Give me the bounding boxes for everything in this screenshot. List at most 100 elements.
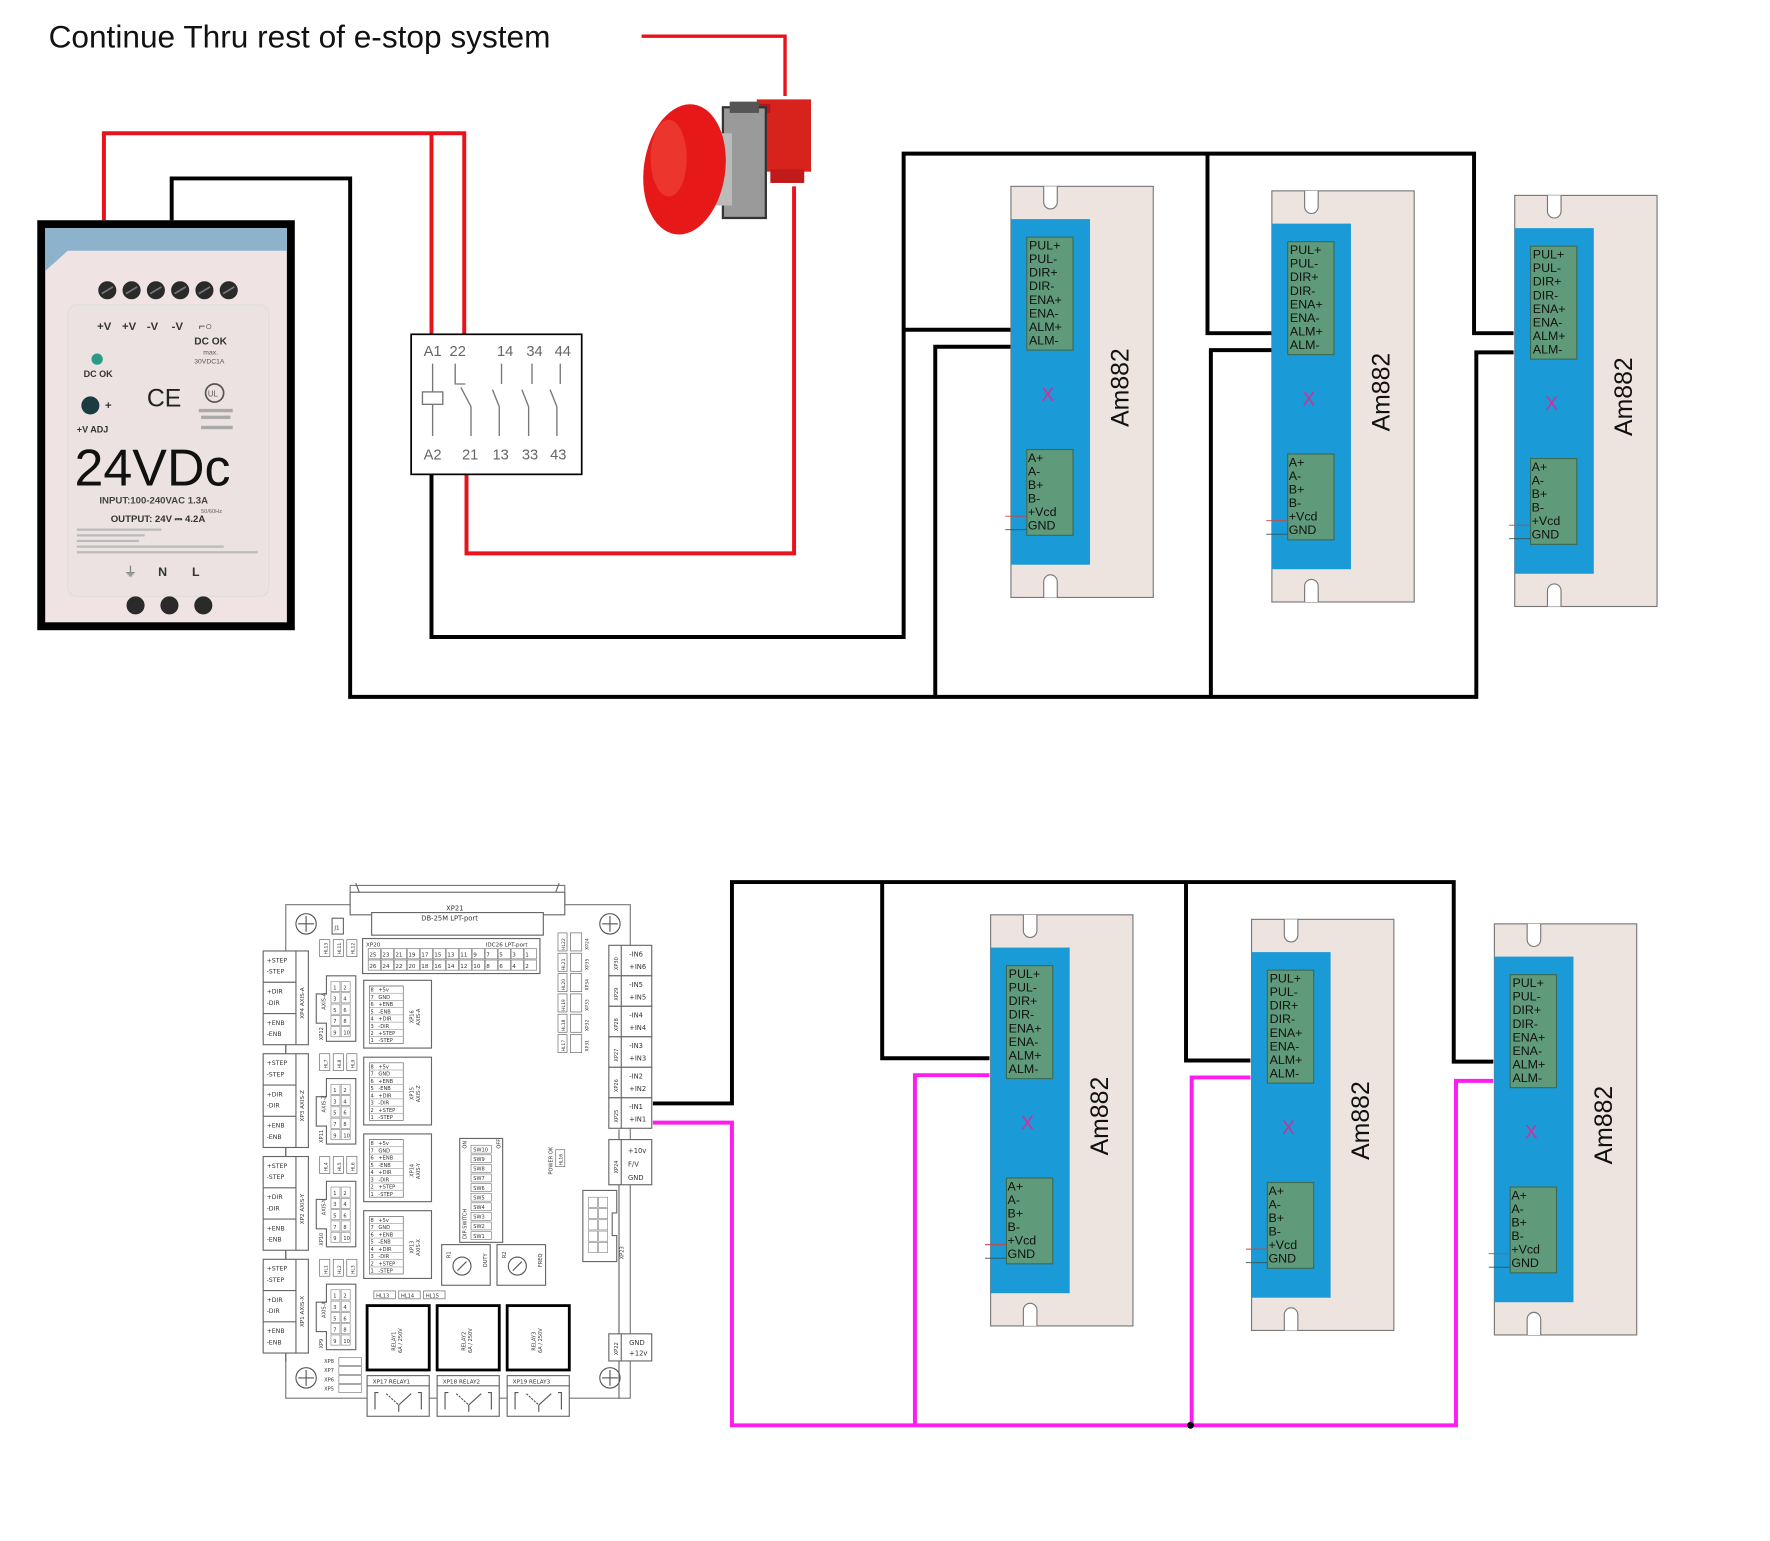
idc8-pin-num: 4 xyxy=(370,1170,373,1176)
wire-black-a2 xyxy=(429,151,1514,639)
idc-pin-label: 20 xyxy=(408,964,416,970)
input-pin-label: +IN5 xyxy=(629,994,646,1002)
idc-pin-label: 26 xyxy=(369,964,377,970)
idc-pin xyxy=(330,1015,341,1026)
xp-label: XP16 xyxy=(409,1010,415,1023)
idc8-pin-label: +STEP xyxy=(378,1261,395,1267)
screw-slot-icon xyxy=(222,286,235,295)
terminal-frame xyxy=(262,1258,309,1354)
wire-magenta-d4 xyxy=(912,1073,990,1426)
relay-contact-icon xyxy=(487,1392,492,1410)
dip-on-label: ON xyxy=(463,1141,469,1149)
relay-contact-icon xyxy=(525,1393,540,1406)
idc-pin-label: 10 xyxy=(343,1339,349,1345)
idc8-pin-num: 3 xyxy=(370,1254,373,1260)
signal-pin-label: PUL+ xyxy=(1270,972,1301,986)
mounting-notch-icon xyxy=(1304,190,1319,215)
bottom-wires xyxy=(652,880,1494,1429)
terminal-pin-label: -STEP xyxy=(267,969,285,976)
idc-pin xyxy=(330,1289,341,1301)
signal-pin-label: ENA- xyxy=(1029,306,1059,320)
idc-pin-label: 10 xyxy=(473,964,481,970)
power-pin-label: B- xyxy=(1008,1220,1020,1234)
idc8-pin-label: -STEP xyxy=(378,1038,392,1044)
axis-label: AXIS-Z xyxy=(416,1085,422,1103)
xp-label: XP24 xyxy=(614,1160,620,1173)
idc8-pin-label: +STEP xyxy=(378,1031,395,1037)
power-pin-label: +12v xyxy=(629,1349,647,1357)
idc-pin-label: 4 xyxy=(343,1099,346,1105)
input-terminal xyxy=(608,1066,653,1099)
dip-title: DIP-SWITCH xyxy=(463,1209,469,1239)
idc8-pin-label: -DIR xyxy=(378,1101,389,1107)
idc8-pin-num: 1 xyxy=(370,1269,373,1275)
dip-off-label: OFF xyxy=(496,1139,502,1149)
xp-label: XP12 xyxy=(319,1027,325,1040)
pin-header xyxy=(570,1013,583,1033)
terminal-label: L xyxy=(192,565,200,579)
idc-pin xyxy=(330,1231,341,1243)
relay-terminal-label: 14 xyxy=(497,344,513,360)
idc8-pin-num: 6 xyxy=(370,1232,373,1238)
idc8-pin-label: -ENB xyxy=(378,1163,391,1169)
xp-label: XP27 xyxy=(614,1049,620,1062)
pot-label: DUTY xyxy=(483,1252,489,1267)
idc-pin-label: 7 xyxy=(333,1328,336,1334)
relay-name: RELAY3 xyxy=(531,1332,537,1351)
idc-pin xyxy=(330,1095,341,1106)
power-pin-label: B+ xyxy=(1511,1216,1527,1230)
adj-plus: + xyxy=(105,400,112,412)
ul-mark-text: UL xyxy=(208,389,219,398)
power-pin-label: A+ xyxy=(1008,1179,1024,1193)
power-pin-label: GND xyxy=(629,1339,645,1347)
pot-name: R2 xyxy=(502,1251,508,1258)
led-label: HL7 xyxy=(324,1060,330,1069)
idc-pin xyxy=(588,1196,598,1208)
axis-label: AXIS-A xyxy=(321,992,327,1009)
power-pin-label: +Vcd xyxy=(1028,505,1057,519)
terminal-label: +V xyxy=(97,321,112,333)
led-hl xyxy=(373,1290,396,1300)
xp-label: XP3 AXIS-Z xyxy=(300,1090,306,1122)
dip-switch-cell xyxy=(470,1183,492,1192)
stepper-driver: PUL+PUL-DIR+DIR-ENA+ENA-ALM+ALM-XA+A-B+B… xyxy=(984,914,1134,1327)
terminal-pin-label: +DIR xyxy=(267,1091,284,1098)
idc-pin-label: 19 xyxy=(408,953,416,959)
power-terminal-block xyxy=(1529,457,1578,545)
idc8-pin-label: +ENB xyxy=(378,1156,393,1162)
axis-label: AXIS-Y xyxy=(321,1198,327,1215)
led-label: HL18 xyxy=(561,1019,567,1031)
axis-label: AXIS-Y xyxy=(416,1162,422,1179)
analog-pin-label: +10v xyxy=(628,1147,646,1155)
terminal-labels-top: +V+V-V-V⌐○ xyxy=(97,321,212,333)
led-label: HL17 xyxy=(561,1040,567,1052)
idc-pin-label: 7 xyxy=(333,1225,336,1231)
idc-pin xyxy=(406,959,420,971)
xp-label: XP24 xyxy=(584,938,590,950)
terminal-pin-label: +STEP xyxy=(267,957,288,964)
idc-pin-label: 5 xyxy=(333,1111,336,1117)
idc8-pin-num: 2 xyxy=(370,1031,373,1037)
idc-pin-label: 5 xyxy=(333,1214,336,1220)
xp-label: XP1 AXIS-X xyxy=(300,1296,306,1327)
idc-pin xyxy=(588,1230,598,1242)
xp-label: XP8 xyxy=(324,1359,334,1365)
dip-switch-label: SW4 xyxy=(473,1205,484,1211)
led-hl xyxy=(557,952,568,972)
power-pin-label: GND xyxy=(1511,1256,1539,1270)
signal-pin-label: ENA+ xyxy=(1009,1021,1042,1035)
screw-slot-icon xyxy=(174,286,187,295)
idc-title: XP20 xyxy=(366,942,381,948)
terminal-pin-label: -DIR xyxy=(267,1205,281,1212)
led-label: HL4 xyxy=(324,1162,330,1171)
terminal-pin-label: +DIR xyxy=(267,1194,284,1201)
led-label: HL19 xyxy=(561,999,567,1011)
idc-pin-label: 4 xyxy=(512,964,516,970)
power-supply-24vdc: +V+V-V-V⌐○ DC OK max. 30VDC1A DC OK + +V… xyxy=(37,220,295,631)
signal-pin-label: ENA+ xyxy=(1512,1030,1545,1044)
idc-pin xyxy=(393,948,407,960)
idc-pin xyxy=(330,1106,341,1118)
